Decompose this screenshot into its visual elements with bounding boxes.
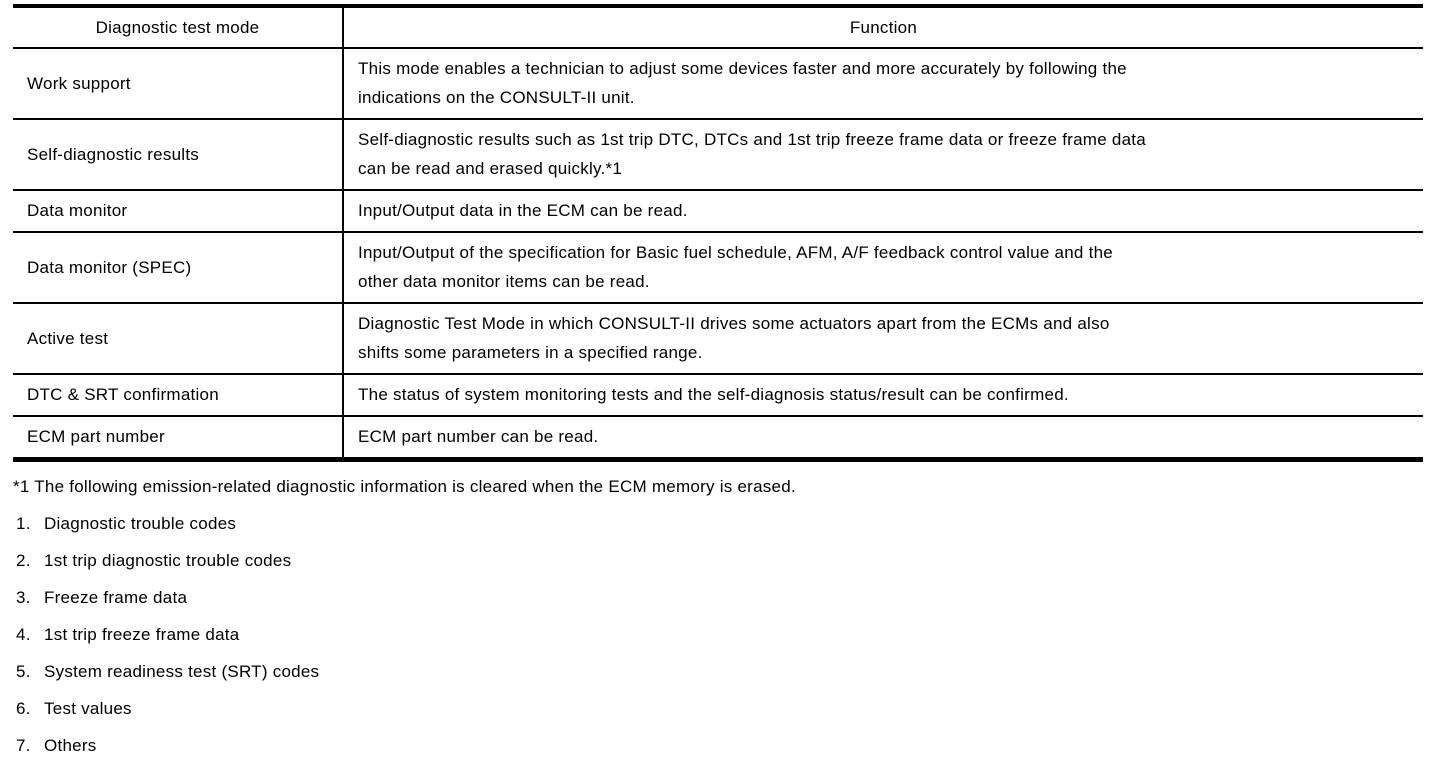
footnote-list: 1. Diagnostic trouble codes 2. 1st trip … [13,514,1456,756]
table-row: Data monitor Input/Output data in the EC… [13,190,1423,233]
footnote-item-text: 1st trip freeze frame data [44,625,240,644]
footnote-item-text: System readiness test (SRT) codes [44,662,320,681]
footnote-item-number: 2. [16,551,31,570]
table-header-row: Diagnostic test mode Function [13,6,1423,49]
mode-cell: Data monitor [13,190,344,233]
mode-cell: Work support [13,48,344,120]
header-cell-function: Function [343,6,1423,49]
footnote-item: 3. Freeze frame data [16,588,1456,608]
footnote-item-number: 5. [16,662,31,681]
footnote-section: *1 The following emission-related diagno… [13,477,1456,756]
footnote-item: 4. 1st trip freeze frame data [16,625,1456,645]
function-cell: Input/Output of the specification for Ba… [343,232,1423,304]
function-cell: The status of system monitoring tests an… [343,374,1423,417]
header-cell-mode: Diagnostic test mode [13,6,344,49]
footnote-item: 6. Test values [16,699,1456,719]
footnote-item-number: 7. [16,736,31,755]
footnote-item-number: 6. [16,699,31,718]
mode-cell: Data monitor (SPEC) [13,232,344,304]
footnote-item: 7. Others [16,736,1456,756]
footnote-item-number: 1. [16,514,31,533]
table-row: Active test Diagnostic Test Mode in whic… [13,303,1423,375]
footnote-item-text: Others [44,736,97,755]
table-row: ECM part number ECM part number can be r… [13,416,1423,461]
function-cell: Input/Output data in the ECM can be read… [343,190,1423,233]
table-row: DTC & SRT confirmation The status of sys… [13,374,1423,417]
footnote-item: 5. System readiness test (SRT) codes [16,662,1456,682]
function-cell: ECM part number can be read. [343,416,1423,461]
mode-cell: Active test [13,303,344,375]
mode-cell: Self-diagnostic results [13,119,344,191]
footnote-item-text: Test values [44,699,132,718]
function-cell: This mode enables a technician to adjust… [343,48,1423,120]
footnote-item-number: 3. [16,588,31,607]
diagnostic-test-mode-table: Diagnostic test mode Function Work suppo… [13,4,1423,462]
function-cell: Self-diagnostic results such as 1st trip… [343,119,1423,191]
footnote-item: 1. Diagnostic trouble codes [16,514,1456,534]
table-row: Data monitor (SPEC) Input/Output of the … [13,232,1423,304]
footnote-item-number: 4. [16,625,31,644]
table-row: Work support This mode enables a technic… [13,48,1423,120]
table-row: Self-diagnostic results Self-diagnostic … [13,119,1423,191]
function-cell: Diagnostic Test Mode in which CONSULT-II… [343,303,1423,375]
footnote-item-text: Freeze frame data [44,588,188,607]
mode-cell: DTC & SRT confirmation [13,374,344,417]
footnote-item-text: Diagnostic trouble codes [44,514,237,533]
footnote-item: 2. 1st trip diagnostic trouble codes [16,551,1456,571]
footnote-note: *1 The following emission-related diagno… [13,477,796,496]
footnote-item-text: 1st trip diagnostic trouble codes [44,551,292,570]
mode-cell: ECM part number [13,416,344,461]
